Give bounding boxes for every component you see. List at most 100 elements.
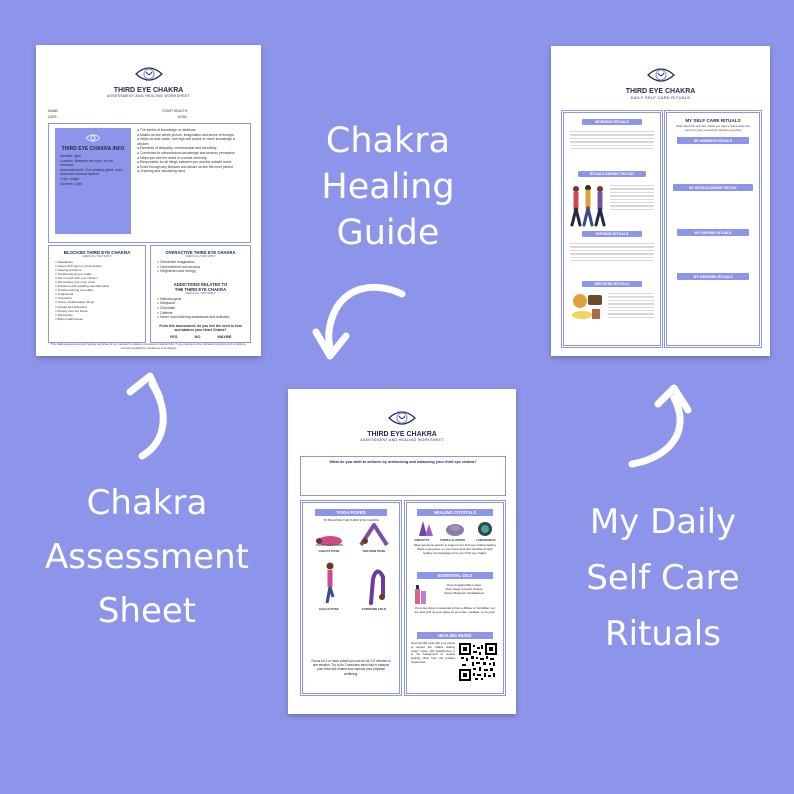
pose-childs: CHILD'S POSE: [318, 549, 340, 553]
right-caption: My Daily Self Care Rituals: [560, 494, 766, 662]
blocked-item[interactable]: □ Issues with sight or concentration: [55, 264, 103, 269]
center-title-line1: Chakra: [325, 121, 451, 161]
addiction-sub: CHECK ALL THAT APPLY: [185, 291, 216, 295]
benefit-item: ● Responsible for all things between you…: [137, 160, 232, 165]
oils-note: Put a few drops of essential oil into a …: [414, 606, 496, 614]
info-line: Associated with: The pituitary gland, ey…: [60, 167, 124, 177]
overactive-item[interactable]: □ Overactive imagination: [157, 260, 195, 264]
blocked-box: BLOCKED THIRD EYE CHAKRA CHECK ALL THAT …: [48, 245, 146, 343]
my-evening-label[interactable]: MY EVENING RITUALS: [677, 229, 749, 236]
oil-bottles-image: [415, 585, 426, 604]
rituals-left-frame: MORNING RITUALS RITUALS DURING THE DAY E…: [560, 109, 664, 349]
benefit-item: ● Chanting and visualizing mind: [137, 169, 186, 174]
info-eye-icon: [85, 134, 101, 142]
answer-option[interactable]: NO: [194, 333, 201, 339]
blocked-item[interactable]: □ Hearing problems: [55, 268, 82, 273]
answer-option[interactable]: YES: [169, 333, 178, 339]
blocked-item[interactable]: □ Fearful and distrustful: [55, 304, 87, 309]
blocked-item[interactable]: □ Headaches: [55, 260, 73, 264]
blocked-item[interactable]: □ Overactive: [55, 296, 72, 301]
field-date-label: DATE:: [48, 115, 58, 119]
weekend-text: [608, 291, 654, 320]
forward-fold-image: [369, 569, 385, 605]
my-rituals-intro: Write about the self-care rituals you wa…: [676, 124, 750, 132]
left-caption-line2: Assessment: [45, 537, 249, 577]
blocked-item[interactable]: □ Problems with recalling important fact…: [55, 284, 109, 289]
sheet1-subtitle: ASSESSMENT AND HEALING WORKSHEET: [106, 94, 191, 98]
center-title: Chakra Healing Guide: [318, 118, 458, 256]
sheet3-title: THIRD EYE CHAKRA: [367, 431, 437, 438]
right-caption-line3: Rituals: [605, 614, 721, 654]
overactive-item[interactable]: □ Heightened awe energy: [157, 269, 196, 274]
crystal-name: LABRADORITE: [475, 539, 496, 542]
blocked-item[interactable]: □ Judgmental: [55, 292, 74, 297]
sheet1-title: THIRD EYE CHAKRA: [113, 87, 184, 94]
blocked-item[interactable]: □ Anxiety over the future: [55, 308, 88, 313]
morning-text: [570, 129, 654, 151]
evening-label: EVENING RITUALS: [582, 231, 642, 237]
oil-line: Sweet Marjoram Sandalwood: [444, 591, 484, 595]
field-name-label: NAME:: [48, 109, 59, 113]
benefit-item: ● Helps you see the world in a whole mea…: [137, 155, 207, 160]
blocked-title: BLOCKED THIRD EYE CHAKRA: [63, 250, 131, 255]
benefit-item: ● Connected to subconscious knowledge an…: [137, 150, 235, 155]
walking-people-image: [570, 185, 606, 227]
qr-code-image[interactable]: [459, 643, 497, 681]
blocked-item[interactable]: □ Trouble learning new skills: [55, 288, 93, 293]
overactive-item[interactable]: □ Overwhelmed and anxious: [157, 264, 201, 269]
music-note: Scan the QR code with your phone to acce…: [411, 641, 455, 664]
overactive-title: OVERACTIVE THIRD EYE CHAKRA: [165, 250, 236, 255]
answer-row: YES NO MAYBE: [151, 334, 250, 339]
assessment-sheet[interactable]: THIRD EYE CHAKRA ASSESSMENT AND HEALING …: [36, 45, 261, 356]
field-start-label: START HEALTH:: [162, 109, 188, 113]
overactive-sub: CHECK ALL THAT APPLY: [185, 255, 216, 258]
third-eye-logo-icon: [388, 411, 416, 425]
addiction-item[interactable]: □ Chocolate: [157, 305, 176, 310]
pose-forward-fold: FORWARD FOLD: [361, 607, 387, 611]
my-day-label[interactable]: MY RITUALS DURING THE DAY: [673, 184, 753, 191]
morning-label: MORNING RITUALS: [582, 119, 642, 125]
blocked-item[interactable]: □ Brain health issues: [55, 316, 83, 321]
addiction-item[interactable]: □ Caffeine: [157, 310, 173, 315]
benefit-item: ● Helps us look inside, see high self an…: [137, 137, 236, 146]
benefit-item: ● The center of knowledge or intuitions: [137, 128, 196, 132]
question-box[interactable]: What do you wish to achieve by unblockin…: [300, 456, 506, 496]
rituals-sheet[interactable]: THIRD EYE CHAKRA DAILY SELF CARE RITUALS…: [551, 46, 770, 356]
during-label: RITUALS DURING THE DAY: [578, 171, 646, 177]
my-morning-label[interactable]: MY MORNING RITUALS: [677, 137, 749, 144]
blocked-item[interactable]: □ Trouble listening to reality: [55, 272, 92, 277]
right-caption-line2: Self Care: [586, 558, 740, 598]
yoga-sub: TO BALANCE THE THIRD EYE CHAKRA: [323, 518, 379, 522]
addiction-item[interactable]: □ Hallucinogens: [157, 296, 182, 301]
third-eye-logo-icon: [134, 67, 163, 81]
my-weekend-label[interactable]: MY WEEKEND RITUALS: [677, 273, 749, 280]
blocked-item[interactable]: □ Not trusting your inner voice: [55, 280, 95, 285]
eagle-pose-image: [325, 562, 335, 604]
blocked-item[interactable]: □ Not in touch with your intuition: [55, 276, 98, 281]
overactive-box: OVERACTIVE THIRD EYE CHAKRA CHECK ALL TH…: [150, 245, 251, 343]
info-title: THIRD EYE CHAKRA INFO: [61, 146, 125, 152]
info-line: Sanskrit: Ajna: [60, 154, 81, 158]
benefit-list: ● The center of knowledge or intuitions ●…: [137, 128, 247, 174]
blocked-list: □ Headaches□ Issues with sight or concen…: [49, 258, 145, 323]
blocked-item[interactable]: □ Depression: [55, 312, 73, 317]
arrow-to-left-sheet-icon: [126, 372, 167, 460]
answer-option[interactable]: MAYBE: [217, 333, 232, 339]
addiction-item[interactable]: □ Marijuana: [157, 301, 175, 306]
third-eye-logo-icon: [646, 68, 675, 82]
blocked-sub: CHECK ALL THAT APPLY: [81, 255, 113, 258]
addiction-item[interactable]: □ Never mood altering substances and act…: [157, 315, 230, 320]
yoga-frame: YOGA POSES TO BALANCE THE THIRD EYE CHAK…: [299, 499, 403, 697]
childs-pose-image: [316, 536, 343, 546]
blocked-item[interactable]: □ Overly intellectualize things: [55, 300, 94, 305]
healing-sheet[interactable]: THIRD EYE CHAKRA ASSESSMENT AND HEALING …: [288, 389, 516, 714]
yoga-note: Focus on 2 or more poses you can do for …: [311, 659, 391, 676]
yoga-title: YOGA POSES: [315, 509, 387, 516]
pose-dolphin: DOLPHIN POSE: [362, 549, 386, 553]
info-line: Element: Light: [60, 181, 82, 186]
during-text: [610, 183, 654, 212]
info-line: Color: Indigo: [60, 176, 80, 181]
